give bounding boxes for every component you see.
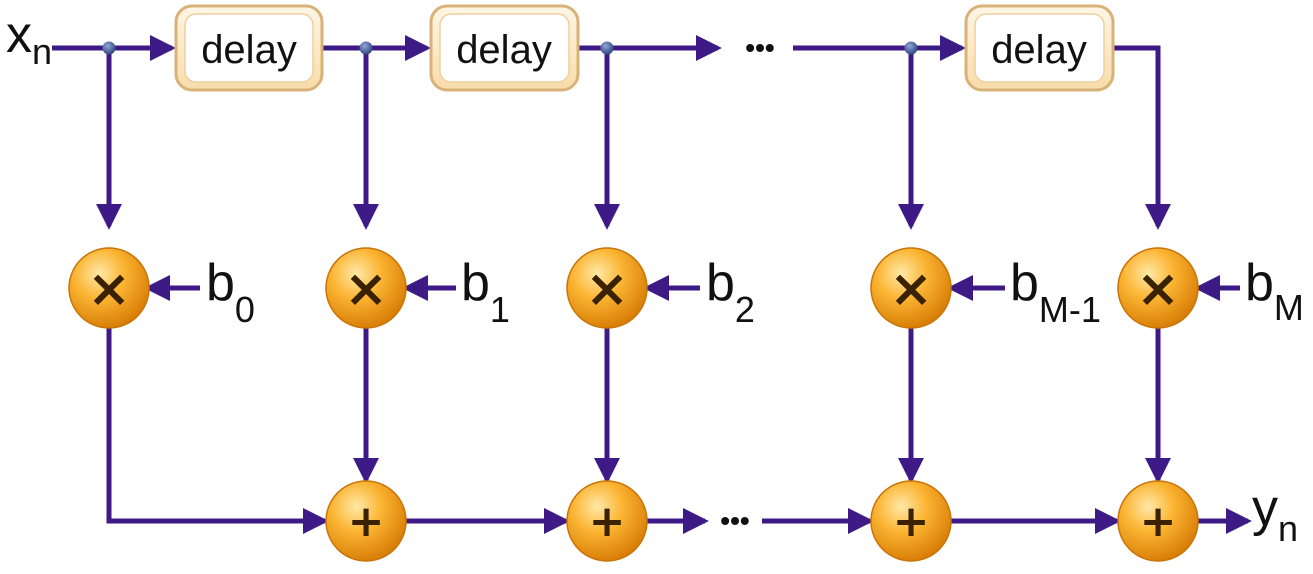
delay-label: delay <box>201 28 297 72</box>
adder-node-2: + <box>566 480 648 562</box>
multiplier-node-m: × <box>1117 247 1199 329</box>
multiply-symbol: × <box>889 259 933 319</box>
output-label: yn <box>1252 479 1298 549</box>
input-label: xn <box>6 6 52 72</box>
coefficient-label-m-1: bM-1 <box>1010 254 1101 330</box>
adder-node-m: + <box>1117 480 1199 562</box>
adder-node-m-1: + <box>870 480 952 562</box>
delay-block-1: delay <box>174 4 324 92</box>
multiplier-node-2: × <box>566 247 648 329</box>
junction-dot <box>904 41 918 55</box>
delay-label: delay <box>991 28 1087 72</box>
wire-delay-last-out <box>1113 45 1171 230</box>
junction-dot <box>359 41 373 55</box>
multiplier-node-0: × <box>68 247 150 329</box>
ellipsis-bottom: ••• <box>720 505 749 536</box>
adder-node-1: + <box>325 480 407 562</box>
coefficient-label-0: b0 <box>206 254 255 330</box>
multiply-symbol: × <box>87 259 131 319</box>
add-symbol: + <box>589 496 626 547</box>
coefficient-label-1: b1 <box>461 254 510 330</box>
multiply-symbol: × <box>1136 259 1180 319</box>
mult-0-out <box>106 328 329 534</box>
junction-dot <box>600 41 614 55</box>
multiplier-node-m-1: × <box>870 247 952 329</box>
ellipsis-top: ••• <box>745 32 774 63</box>
multiply-symbol: × <box>585 259 629 319</box>
junction-dots <box>102 41 918 55</box>
coefficient-label-2: b2 <box>706 254 755 330</box>
junction-dot <box>102 41 116 55</box>
delay-label: delay <box>456 28 552 72</box>
add-symbol: + <box>348 496 385 547</box>
delay-block-2: delay <box>429 4 580 92</box>
add-symbol: + <box>893 496 930 547</box>
coefficient-label-m: bM <box>1245 254 1304 328</box>
signal-wires <box>52 35 1252 534</box>
delay-block-last: delay <box>964 4 1115 92</box>
multiplier-node-1: × <box>325 247 407 329</box>
add-symbol: + <box>1140 496 1177 547</box>
multiply-symbol: × <box>344 259 388 319</box>
